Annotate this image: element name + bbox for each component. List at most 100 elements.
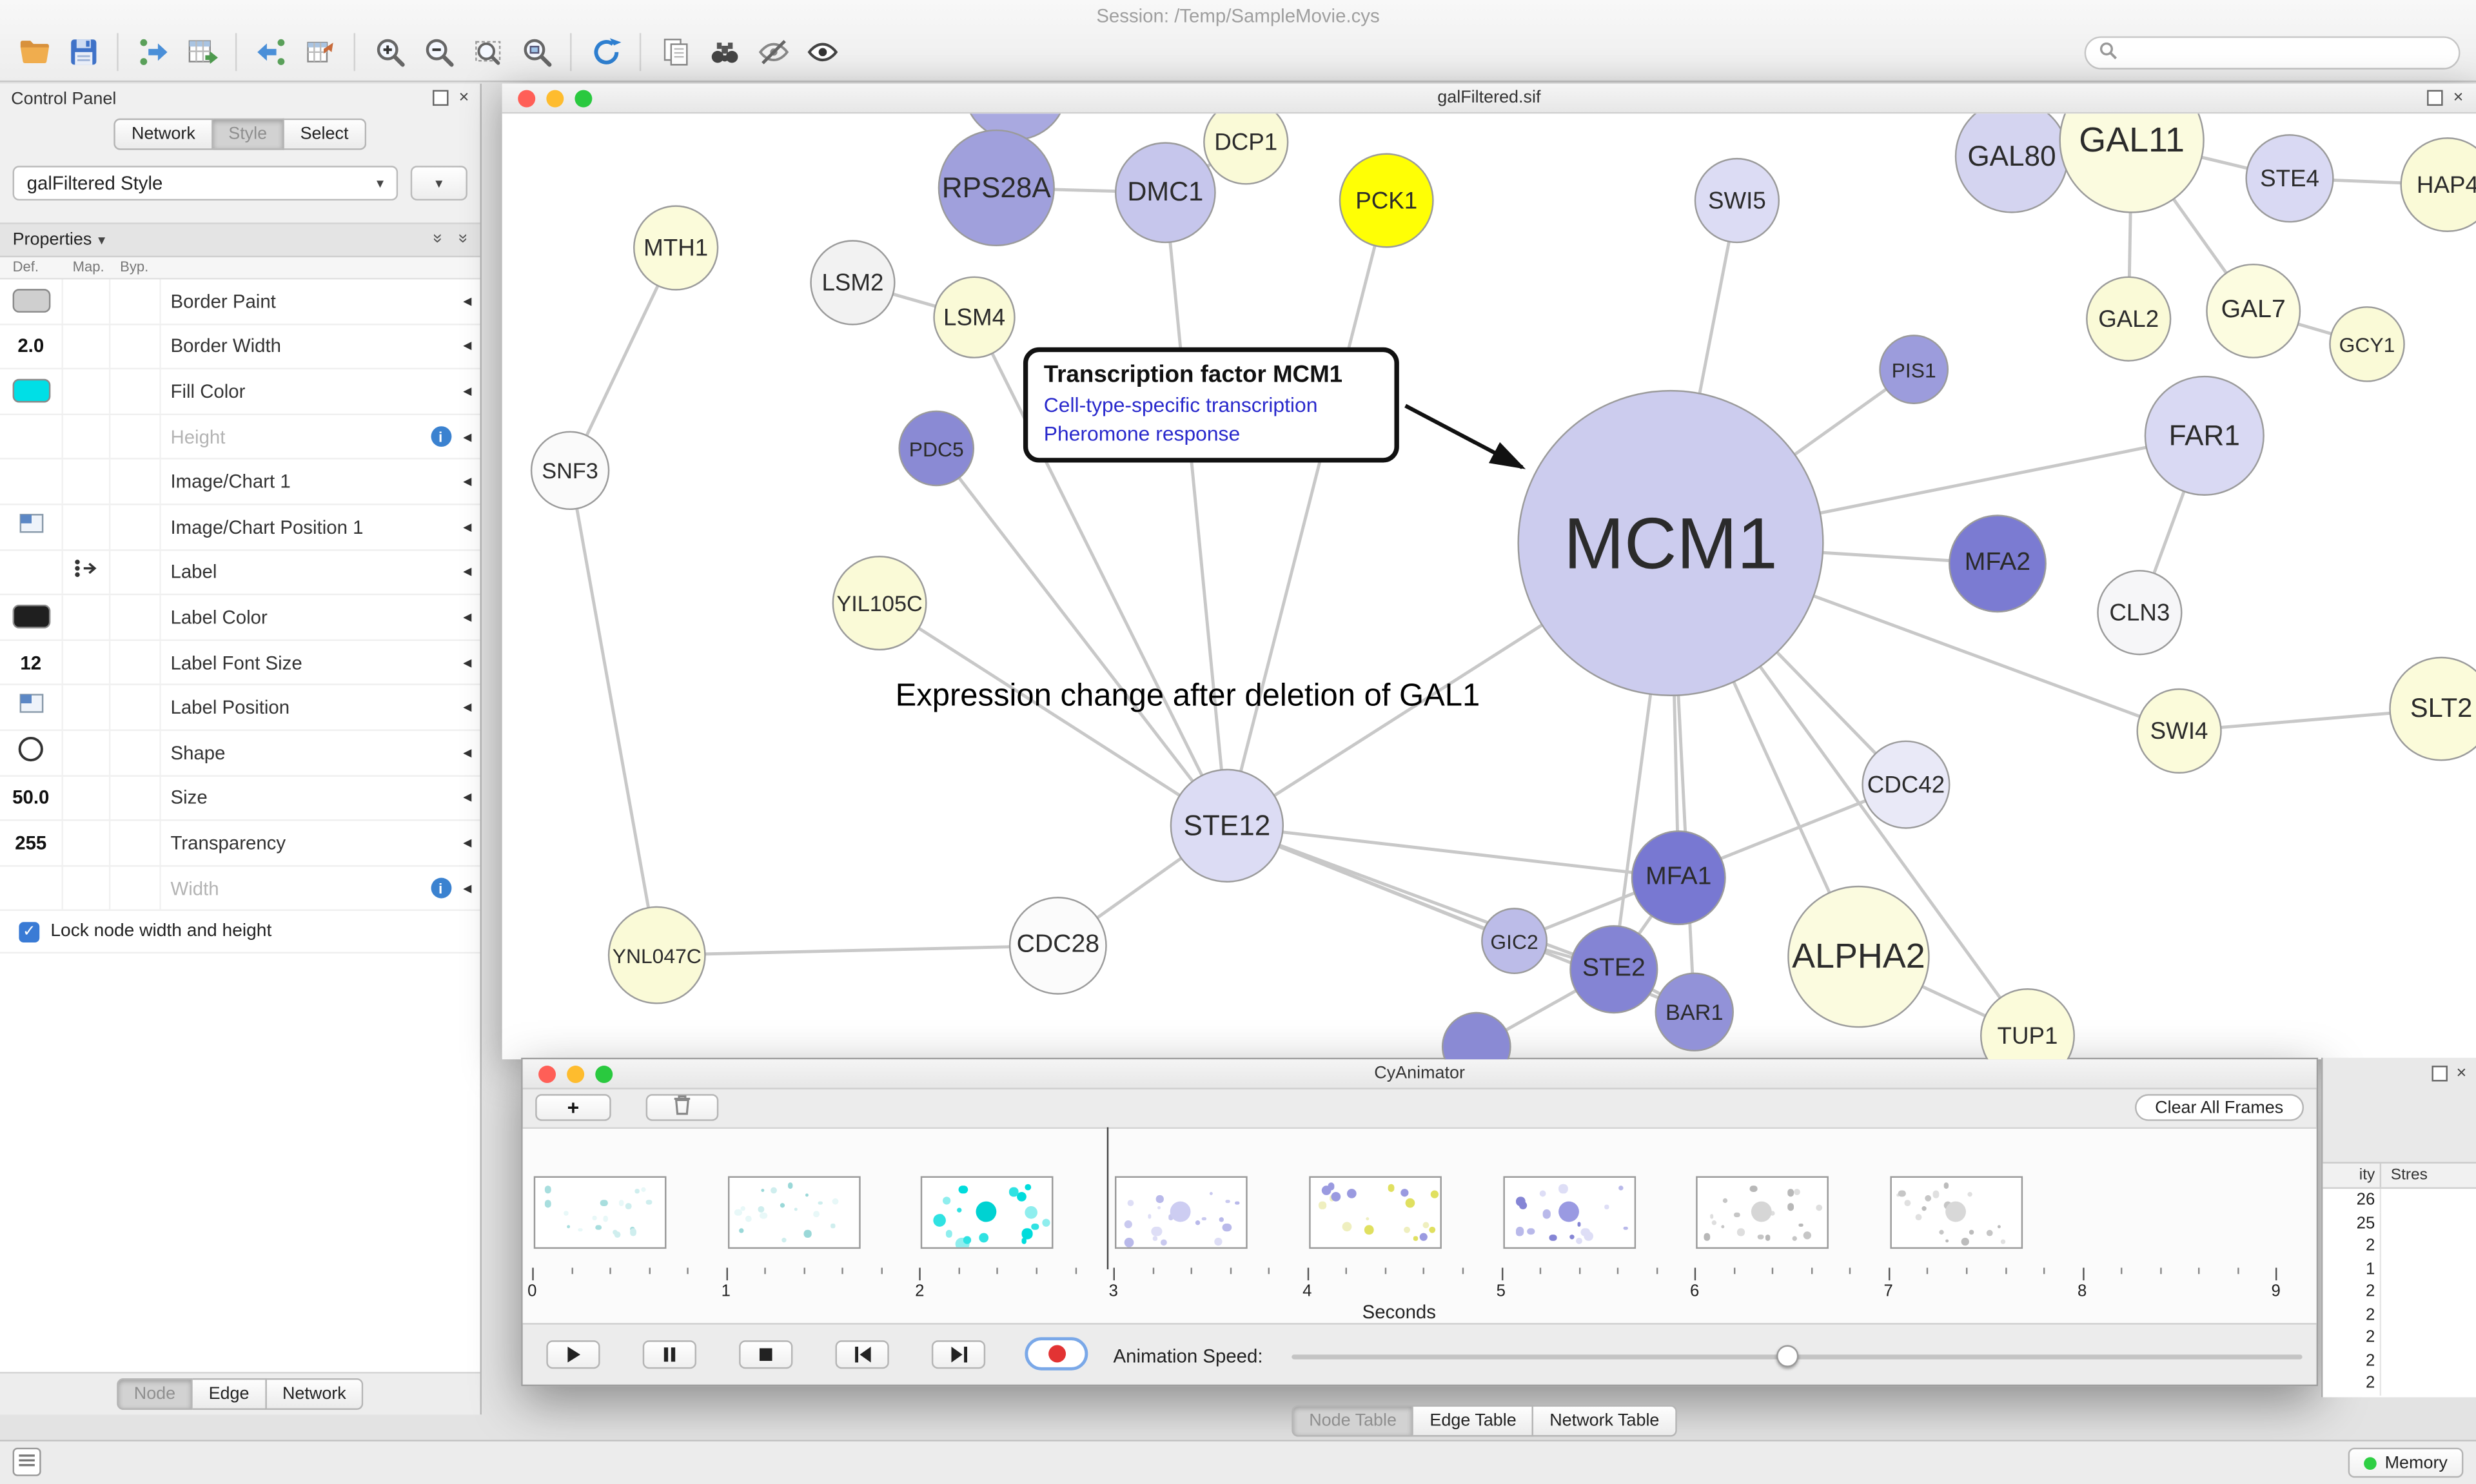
expand-row-icon[interactable]: ◀ [463, 793, 472, 805]
expand-all-icon[interactable]: « [453, 233, 473, 244]
float-table-icon[interactable] [2431, 1066, 2447, 1082]
node-pis1[interactable]: PIS1 [1879, 335, 1949, 404]
property-row-label[interactable]: Label◀ [0, 550, 480, 596]
close-window-icon[interactable] [538, 1066, 556, 1084]
cyanimator-titlebar[interactable]: CyAnimator [522, 1059, 2317, 1089]
node-gal7[interactable]: GAL7 [2206, 263, 2301, 358]
tab-select[interactable]: Select [284, 118, 366, 150]
float-network-icon[interactable] [2426, 90, 2442, 106]
property-row-shape[interactable]: Shape◀ [0, 730, 480, 776]
zoom-window-icon[interactable] [575, 90, 593, 108]
node-hap4[interactable]: HAP4 [2400, 137, 2476, 233]
style-options-button[interactable]: ▾ [410, 166, 467, 201]
open-icon[interactable] [13, 30, 55, 73]
animation-speed-handle[interactable] [1776, 1345, 1799, 1367]
default-value-swatch[interactable] [12, 605, 50, 629]
lock-size-checkbox[interactable]: ✓ [19, 921, 40, 942]
node-pdc5[interactable]: PDC5 [898, 410, 975, 487]
zoom-in-icon[interactable] [368, 30, 411, 73]
expand-row-icon[interactable]: ◀ [463, 477, 472, 489]
node-gic2[interactable]: GIC2 [1481, 908, 1548, 975]
column-header[interactable]: ity [2323, 1163, 2382, 1187]
node-tup1[interactable]: TUP1 [1980, 988, 2075, 1060]
tab-network-table[interactable]: Network Table [1533, 1405, 1677, 1437]
style-dropdown[interactable]: galFiltered Style ▾ [12, 166, 398, 201]
search-box[interactable] [2084, 36, 2461, 70]
tab-node-table[interactable]: Node Table [1292, 1405, 1414, 1437]
clear-all-frames-button[interactable]: Clear All Frames [2134, 1094, 2304, 1121]
property-row-image-chart-1[interactable]: Image/Chart 1◀ [0, 460, 480, 505]
position-icon[interactable] [18, 693, 43, 721]
node-far1[interactable]: FAR1 [2144, 375, 2265, 496]
tab-edge[interactable]: Edge [193, 1378, 267, 1410]
float-panel-icon[interactable] [431, 90, 448, 106]
expand-row-icon[interactable]: ◀ [463, 386, 472, 398]
node-mcm1[interactable]: MCM1 [1517, 389, 1824, 697]
default-value[interactable]: 12 [20, 651, 42, 674]
import-table-icon[interactable] [180, 30, 222, 73]
log-console-button[interactable] [12, 1447, 41, 1476]
expand-row-icon[interactable]: ◀ [463, 703, 472, 714]
table-row[interactable]: 2 [2323, 1303, 2476, 1327]
tab-node[interactable]: Node [116, 1378, 193, 1410]
search-input[interactable] [2125, 41, 2446, 64]
close-table-icon[interactable]: × [2456, 1064, 2467, 1084]
expand-row-icon[interactable]: ◀ [463, 567, 472, 579]
node-dcp1[interactable]: DCP1 [1203, 113, 1289, 185]
zoom-selected-icon[interactable] [515, 30, 557, 73]
property-row-image-chart-position-1[interactable]: Image/Chart Position 1◀ [0, 505, 480, 551]
close-panel-icon[interactable]: × [458, 88, 469, 108]
node-swi5[interactable]: SWI5 [1694, 157, 1780, 244]
expand-row-icon[interactable]: ◀ [463, 341, 472, 353]
position-icon[interactable] [18, 513, 43, 541]
properties-header[interactable]: Properties ▾ » « [0, 222, 480, 258]
network-window-titlebar[interactable]: galFiltered.sif × [502, 83, 2476, 114]
node-cdc28[interactable]: CDC28 [1008, 897, 1107, 995]
expand-row-icon[interactable]: ◀ [463, 883, 472, 895]
lock-size-row[interactable]: ✓ Lock node width and height [0, 911, 480, 954]
import-network-icon[interactable] [131, 30, 173, 73]
node-bar1[interactable]: BAR1 [1655, 972, 1734, 1052]
node-lsm2[interactable]: LSM2 [810, 240, 896, 326]
tab-network[interactable]: Network [114, 118, 213, 150]
table-row[interactable]: 2 [2323, 1372, 2476, 1395]
last-frame-button[interactable] [931, 1340, 986, 1369]
node-mth1[interactable]: MTH1 [633, 205, 719, 291]
expand-row-icon[interactable]: ◀ [463, 296, 472, 308]
info-icon[interactable]: i [430, 877, 451, 899]
default-value[interactable]: 255 [15, 832, 47, 854]
node-ynl047c[interactable]: YNL047C [607, 906, 706, 1004]
node-pck1[interactable]: PCK1 [1339, 153, 1434, 248]
memory-button[interactable]: Memory [2348, 1447, 2464, 1478]
node-alpha2[interactable]: ALPHA2 [1787, 885, 1930, 1028]
table-row[interactable]: 2 [2323, 1326, 2476, 1349]
node-rps28a[interactable]: RPS28A [938, 129, 1055, 247]
expand-row-icon[interactable]: ◀ [463, 522, 472, 534]
export-network-icon[interactable] [250, 30, 292, 73]
node-gal80[interactable]: GAL80 [1954, 113, 2069, 213]
timeline-playhead[interactable] [1106, 1127, 1109, 1269]
play-button[interactable] [546, 1340, 600, 1369]
minimize-window-icon[interactable] [546, 90, 564, 108]
annotation-box[interactable]: Transcription factor MCM1 Cell-type-spec… [1023, 347, 1399, 463]
frame-thumbnail-2[interactable] [727, 1176, 860, 1249]
frame-thumbnail-4[interactable] [1115, 1176, 1248, 1249]
node-ste4[interactable]: STE4 [2245, 134, 2334, 223]
close-window-icon[interactable] [518, 90, 536, 108]
default-value[interactable]: 50.0 [12, 786, 50, 809]
tab-edge-table[interactable]: Edge Table [1413, 1405, 1534, 1437]
tab-network[interactable]: Network [266, 1378, 364, 1410]
search-network-icon[interactable] [703, 30, 745, 73]
zoom-fit-icon[interactable] [466, 30, 508, 73]
node-ste2[interactable]: STE2 [1569, 925, 1658, 1014]
pause-button[interactable] [642, 1340, 697, 1369]
zoom-out-icon[interactable] [417, 30, 460, 73]
frame-thumbnail-5[interactable] [1308, 1176, 1442, 1249]
node-gcy1[interactable]: GCY1 [2329, 306, 2405, 382]
node-node-b1[interactable] [1441, 1011, 1511, 1060]
property-row-fill-color[interactable]: Fill Color◀ [0, 369, 480, 415]
